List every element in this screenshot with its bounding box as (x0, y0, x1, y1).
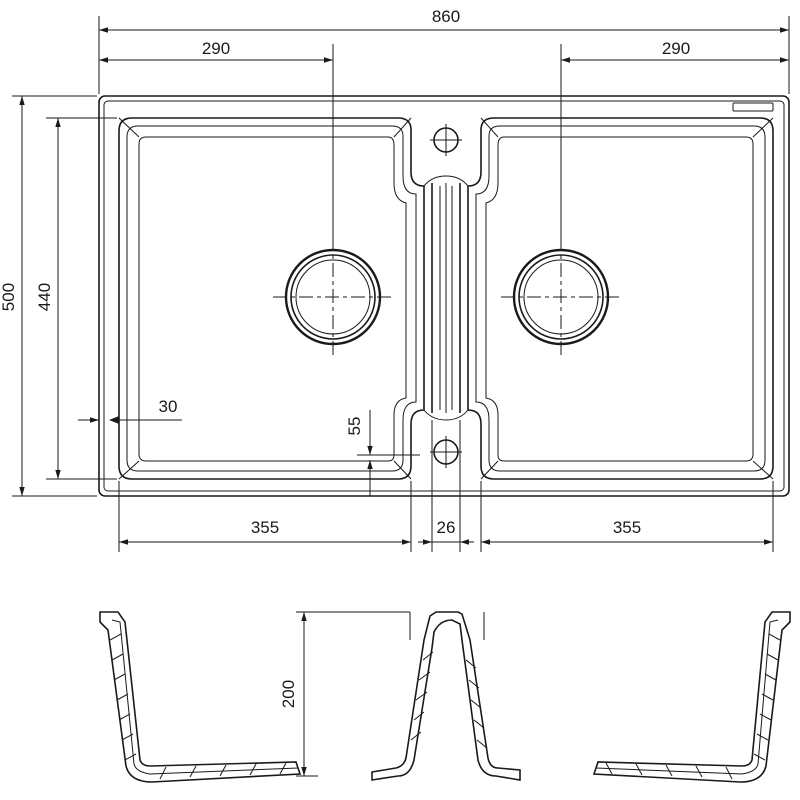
center-divider-section (371, 611, 521, 781)
dim-divider-width: 26 (418, 518, 474, 545)
section-view: 200 (99, 611, 791, 783)
dim-overall-depth: 500 (0, 95, 97, 497)
dim-bowl-height: 200 (279, 611, 410, 777)
dim-label-rim-offset: 30 (159, 397, 178, 416)
sink-outline-inner (103, 100, 785, 492)
right-bowl-section (592, 611, 791, 783)
dim-label-bowl-depth: 440 (35, 283, 54, 311)
dim-label-bowl-height: 200 (279, 680, 298, 708)
right-wall-hatch (605, 633, 781, 780)
divider-hatch (410, 651, 488, 749)
center-divider (423, 175, 469, 421)
dim-label-overall-width: 860 (432, 7, 460, 26)
dim-right-center: 290 (561, 39, 789, 63)
dim-label-divider-width: 26 (437, 518, 456, 537)
dim-label-left-center: 290 (202, 39, 230, 58)
dim-label-overall-depth: 500 (0, 283, 18, 311)
dim-overall-width: 860 (98, 7, 790, 94)
tap-hole-bottom (430, 436, 462, 468)
dim-label-left-bowl-width: 355 (251, 518, 279, 537)
dim-left-center: 290 (99, 39, 333, 63)
logo-plate (732, 102, 774, 112)
tap-hole-top (430, 124, 462, 156)
dim-left-bowl-width: 355 (119, 518, 411, 545)
dim-right-bowl-width: 355 (481, 518, 773, 545)
left-bowl-section (99, 611, 302, 783)
dim-rim-offset: 30 (78, 397, 182, 424)
plan-view: 860 290 290 500 440 (0, 7, 790, 552)
dim-bowl-depth: 440 (35, 117, 117, 480)
sink-outline (98, 95, 790, 497)
dim-label-right-center: 290 (662, 39, 690, 58)
dim-label-front-margin: 55 (345, 417, 364, 436)
left-bowl (118, 117, 425, 480)
dim-label-right-bowl-width: 355 (613, 518, 641, 537)
left-drain (273, 237, 393, 357)
left-wall-hatch (109, 633, 287, 780)
right-drain (501, 237, 621, 357)
right-bowl (467, 117, 774, 480)
dim-front-margin: 55 (345, 410, 420, 496)
